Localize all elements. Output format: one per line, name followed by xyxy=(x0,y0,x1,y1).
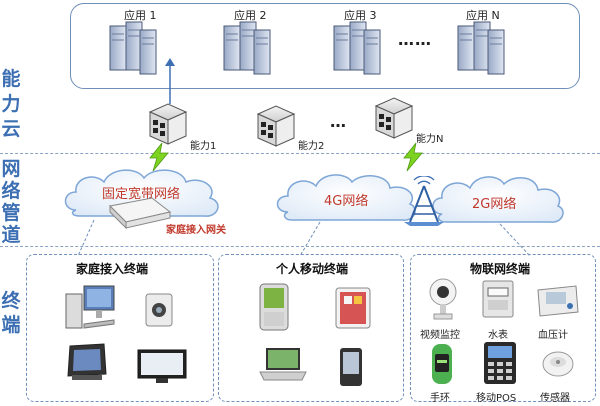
app-ellipsis: …… xyxy=(398,30,432,49)
iot-item-label: 传感器 xyxy=(540,393,570,404)
2g-network-cloud-icon xyxy=(432,176,564,223)
4g-network-cloud-icon xyxy=(276,174,416,221)
blood-pressure-monitor-icon xyxy=(537,285,579,317)
app-label: 应用 2 xyxy=(234,9,267,22)
signal-tower-icon xyxy=(404,176,444,226)
capability-server-icon xyxy=(256,105,296,147)
iot-item-label: 手环 xyxy=(430,393,450,404)
capability-label: 能力1 xyxy=(190,141,217,152)
iot-terminal-title: 物联网终端 xyxy=(470,262,531,276)
sidebar-char: 管 xyxy=(1,202,21,224)
lightning-icon xyxy=(403,142,423,172)
capability-server-icon xyxy=(148,103,188,145)
sidebar-char: 终 xyxy=(1,290,21,312)
connector-lines xyxy=(77,219,531,257)
capability-label: 能力N xyxy=(416,134,444,145)
2g-network-label: 2G网络 xyxy=(472,197,517,212)
layer-separator xyxy=(0,153,600,154)
iot-item-label: 血压计 xyxy=(538,330,568,341)
server-cluster-icon xyxy=(109,21,157,75)
capability-ellipsis: … xyxy=(330,112,346,131)
sidebar-char: 络 xyxy=(1,180,21,202)
capability-server-icon xyxy=(374,97,414,139)
iot-item-label: 视频监控 xyxy=(420,330,460,341)
iot-terminal-group xyxy=(410,254,596,402)
server-cluster-icon xyxy=(223,21,271,75)
sidebar-char: 网 xyxy=(1,158,21,180)
pda-icon xyxy=(259,283,289,331)
layer-separator xyxy=(0,246,600,247)
server-cluster-icon xyxy=(333,21,381,75)
fixed-broadband-label: 固定宽带网络 xyxy=(102,187,181,202)
home-terminal-group xyxy=(26,254,214,402)
sidebar-char: 力 xyxy=(1,93,21,115)
video-phone-icon xyxy=(67,343,107,380)
iot-item-label: 移动POS xyxy=(476,393,517,404)
desktop-computer-icon xyxy=(65,285,115,329)
server-cluster-icon xyxy=(457,21,505,75)
app-label: 应用 1 xyxy=(124,9,157,22)
video-surveillance-icon xyxy=(429,278,457,320)
mobile-terminal-group xyxy=(218,254,404,402)
tablet-icon xyxy=(335,287,371,329)
home-gateway-icon xyxy=(108,197,172,230)
4g-network-label: 4G网络 xyxy=(324,194,369,209)
security-camera-icon xyxy=(145,293,173,327)
app-label: 应用 N xyxy=(466,9,500,22)
fixed-broadband-cloud-icon xyxy=(64,169,219,217)
app-label: 应用 3 xyxy=(344,9,377,22)
laptop-icon xyxy=(259,348,307,381)
mobile-phone-icon xyxy=(340,348,362,386)
home-gateway-label: 家庭接入网关 xyxy=(166,225,226,236)
sidebar-char: 云 xyxy=(1,118,21,140)
sidebar-char: 能 xyxy=(1,68,21,90)
sidebar-char: 端 xyxy=(1,314,21,336)
sidebar-char: 道 xyxy=(1,224,21,246)
lightning-icon xyxy=(149,142,169,172)
up-arrow-icon xyxy=(165,58,175,104)
sensor-icon xyxy=(542,351,574,377)
application-cloud-box xyxy=(70,3,580,89)
capability-label: 能力2 xyxy=(298,141,325,152)
smart-band-icon xyxy=(432,344,452,384)
water-meter-icon xyxy=(482,280,514,318)
home-terminal-title: 家庭接入终端 xyxy=(76,262,149,276)
television-icon xyxy=(137,349,187,383)
mobile-terminal-title: 个人移动终端 xyxy=(276,262,349,276)
iot-item-label: 水表 xyxy=(488,330,508,341)
mobile-pos-icon xyxy=(484,342,516,384)
